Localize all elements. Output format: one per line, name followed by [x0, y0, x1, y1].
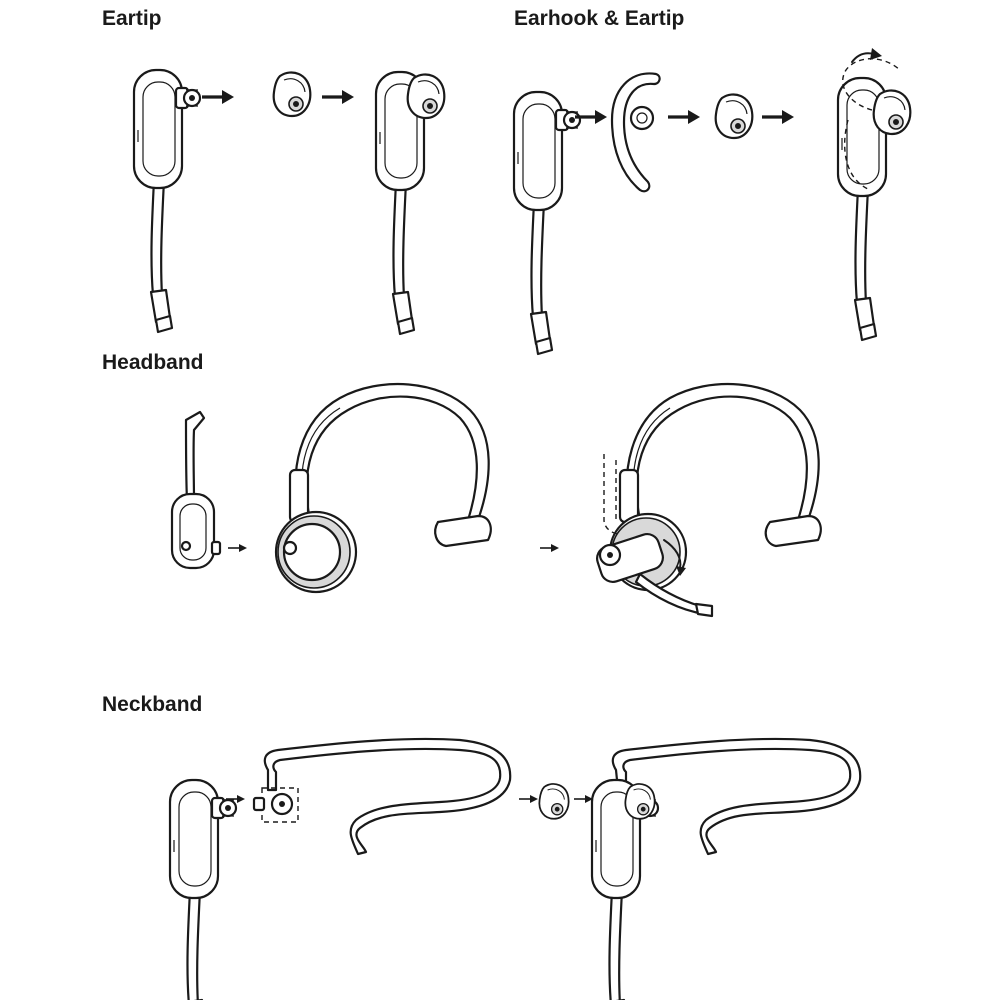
step-arrow-icon: [200, 88, 236, 106]
section-title-earhook-eartip: Earhook & Eartip: [514, 7, 685, 30]
step-arrow-icon: [320, 88, 356, 106]
section-title-eartip: Eartip: [102, 7, 162, 30]
section-title-neckband: Neckband: [102, 693, 203, 716]
headband-piece-icon: [274, 383, 492, 594]
earhook-step-4-assembled-icon: [836, 48, 912, 342]
eartip-piece-icon: [714, 93, 754, 140]
eartip-step-1-headset-icon: [132, 68, 202, 334]
headband-step-3-assembled-icon: [596, 383, 822, 618]
step-arrow-icon: [760, 108, 796, 126]
step-arrow-icon: [539, 543, 560, 553]
neckband-step-4-assembled-icon: [590, 737, 862, 1000]
eartip-step-3-assembled-icon: [374, 70, 446, 336]
step-arrow-icon: [518, 794, 539, 804]
earhook-step-1-headset-icon: [512, 90, 582, 356]
step-arrow-icon: [666, 108, 702, 126]
eartip-piece-icon: [538, 783, 570, 820]
earhook-piece-icon: [610, 72, 661, 193]
section-title-headband: Headband: [102, 351, 204, 374]
neckband-step-1-headset-icon: [168, 778, 238, 1000]
headband-step-1-headset-icon: [170, 410, 222, 570]
step-arrow-icon: [573, 794, 594, 804]
step-arrow-icon: [227, 543, 248, 553]
eartip-piece-icon: [272, 71, 312, 118]
neckband-piece-icon: [252, 737, 512, 856]
